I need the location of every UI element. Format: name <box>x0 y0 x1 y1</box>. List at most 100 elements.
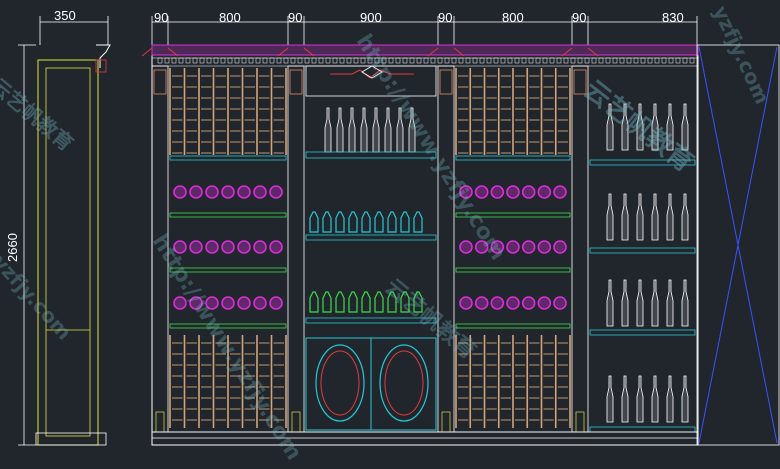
dentil <box>591 57 597 64</box>
bottle-end <box>221 185 235 199</box>
dentil <box>178 57 184 64</box>
bottle-front <box>322 291 332 313</box>
dimension-width-8: 830 <box>662 10 684 25</box>
display-shelf <box>589 329 696 336</box>
dentil <box>402 57 408 64</box>
bottle-standing <box>360 107 368 153</box>
dentil <box>346 57 352 64</box>
bottle-end <box>221 240 235 254</box>
pilaster-capital <box>439 69 453 95</box>
bottle-standing <box>636 375 644 423</box>
pilaster <box>151 65 169 433</box>
bottle-end <box>269 296 283 310</box>
dentil <box>395 57 401 64</box>
bottle-end <box>506 296 520 310</box>
crown-bracket <box>561 47 573 57</box>
bottle-standing <box>621 375 629 423</box>
bottle-end <box>237 185 251 199</box>
dentil <box>388 57 394 64</box>
dentil <box>157 57 163 64</box>
bottle-standing <box>681 279 689 327</box>
bottle-end <box>205 296 219 310</box>
valance-diamond <box>361 65 383 79</box>
bottle-front <box>413 291 423 313</box>
pilaster-capital <box>289 69 303 95</box>
bottle-end <box>221 296 235 310</box>
shelf <box>455 155 571 161</box>
bottle-standing <box>621 193 629 241</box>
bottle-standing <box>348 107 356 153</box>
bottle-end <box>490 240 505 254</box>
shelf <box>169 155 287 161</box>
dentil <box>318 57 324 64</box>
bottle-standing <box>372 107 380 153</box>
bottle-end <box>506 185 520 199</box>
display-shelf <box>589 247 696 254</box>
bottle-front <box>335 291 345 313</box>
dentil <box>500 57 506 64</box>
dentil <box>325 57 331 64</box>
bottle-end <box>253 240 267 254</box>
bottle-end <box>521 296 536 310</box>
dentil <box>486 57 492 64</box>
dentil <box>570 57 576 64</box>
bottle-end <box>537 240 552 254</box>
side-outline <box>37 59 99 446</box>
dentil <box>584 57 590 64</box>
dentil <box>549 57 555 64</box>
bottle-standing <box>408 107 416 153</box>
pilaster-base <box>575 411 585 433</box>
bottle-end <box>459 185 473 199</box>
dentil <box>374 57 380 64</box>
dentil <box>563 57 569 64</box>
dimension-height: 2660 <box>5 233 20 262</box>
dentil <box>192 57 198 64</box>
bottle-front <box>309 211 319 233</box>
bottle-standing <box>681 193 689 241</box>
bottle-end <box>553 240 567 254</box>
bottle-front <box>309 291 319 313</box>
dentil <box>199 57 205 64</box>
dentil <box>472 57 478 64</box>
dentil <box>339 57 345 64</box>
door-panel-inner <box>320 350 360 416</box>
bottle-front <box>374 291 384 313</box>
dimension-width-5: 90 <box>438 10 453 25</box>
bottle-standing <box>636 103 644 151</box>
bottle-end <box>521 240 536 254</box>
bottle-standing <box>651 375 659 423</box>
dentil <box>206 57 212 64</box>
bottle-standing <box>621 103 629 151</box>
dentil <box>367 57 373 64</box>
dentil <box>451 57 457 64</box>
bottle-standing <box>651 103 659 151</box>
bottle-front <box>361 291 371 313</box>
dentil <box>276 57 282 64</box>
dentil <box>654 57 660 64</box>
bottle-end <box>189 296 203 310</box>
dentil <box>332 57 338 64</box>
dentil <box>444 57 450 64</box>
shelf <box>455 323 571 329</box>
dimension-width-6: 800 <box>502 10 524 25</box>
bottle-end <box>269 185 283 199</box>
dentil <box>577 57 583 64</box>
dentil <box>521 57 527 64</box>
dentil <box>269 57 275 64</box>
bottle-standing <box>636 193 644 241</box>
pilaster <box>287 65 305 433</box>
dentil <box>430 57 436 64</box>
bottle-standing <box>666 279 674 327</box>
dentil <box>458 57 464 64</box>
display-shelf <box>589 426 696 433</box>
dentil <box>661 57 667 64</box>
bottle-end <box>269 240 283 254</box>
dentil <box>605 57 611 64</box>
center-shelf <box>305 317 437 324</box>
crown-bracket <box>303 47 315 57</box>
crown-moulding <box>151 44 699 56</box>
dentil <box>241 57 247 64</box>
pilaster-base <box>291 411 301 433</box>
pilaster <box>437 65 455 433</box>
